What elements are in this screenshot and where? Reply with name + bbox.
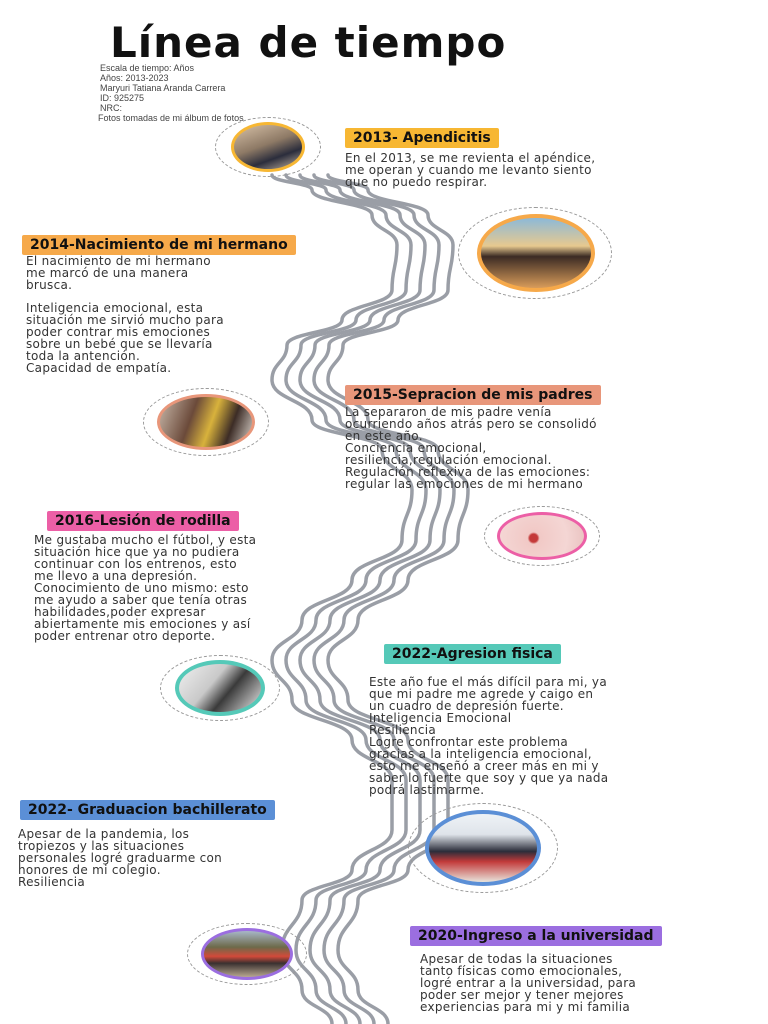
event-line: poder entrenar otro deporte. xyxy=(34,630,256,642)
event-line: regular las emociones de mi hermano xyxy=(345,478,597,490)
event-title-2022-graduacion: 2022- Graduacion bachillerato xyxy=(20,800,275,820)
event-line: brusca. xyxy=(26,279,224,291)
photo-2022-agresion xyxy=(160,655,280,721)
graduation-photo-icon xyxy=(425,810,541,886)
photo-2016 xyxy=(484,506,600,566)
event-line: Capacidad de empatía. xyxy=(26,362,224,374)
event-line: Resiliencia xyxy=(18,876,222,888)
hospital-photo-icon xyxy=(231,122,305,172)
event-title-2016: 2016-Lesión de rodilla xyxy=(47,511,239,531)
event-title-2022-agresion: 2022-Agresion fisica xyxy=(384,644,561,664)
event-line: experiencias para mi y mi familia xyxy=(420,1001,636,1013)
event-title-2014: 2014-Nacimiento de mi hermano xyxy=(22,235,296,255)
university-group-photo-icon xyxy=(201,928,293,980)
photo-2022-graduacion xyxy=(408,803,558,893)
event-text-2013: En el 2013, se me revienta el apéndice,m… xyxy=(345,152,595,188)
photo-2020 xyxy=(187,923,307,985)
event-title-2020: 2020-Ingreso a la universidad xyxy=(410,926,662,946)
parents-photo-icon xyxy=(157,394,255,450)
photo-2013 xyxy=(215,117,321,177)
photo-2015 xyxy=(143,388,269,456)
event-title-2015: 2015-Sepracion de mis padres xyxy=(345,385,601,405)
event-line: podrá lastimarme. xyxy=(369,784,608,796)
event-line: que no puedo respirar. xyxy=(345,176,595,188)
knee-injury-photo-icon xyxy=(497,512,587,560)
event-title-2013: 2013- Apendicitis xyxy=(345,128,499,148)
photo-2014 xyxy=(458,207,612,299)
baby-brother-photo-icon xyxy=(477,214,595,292)
aggression-photo-icon xyxy=(175,660,265,716)
